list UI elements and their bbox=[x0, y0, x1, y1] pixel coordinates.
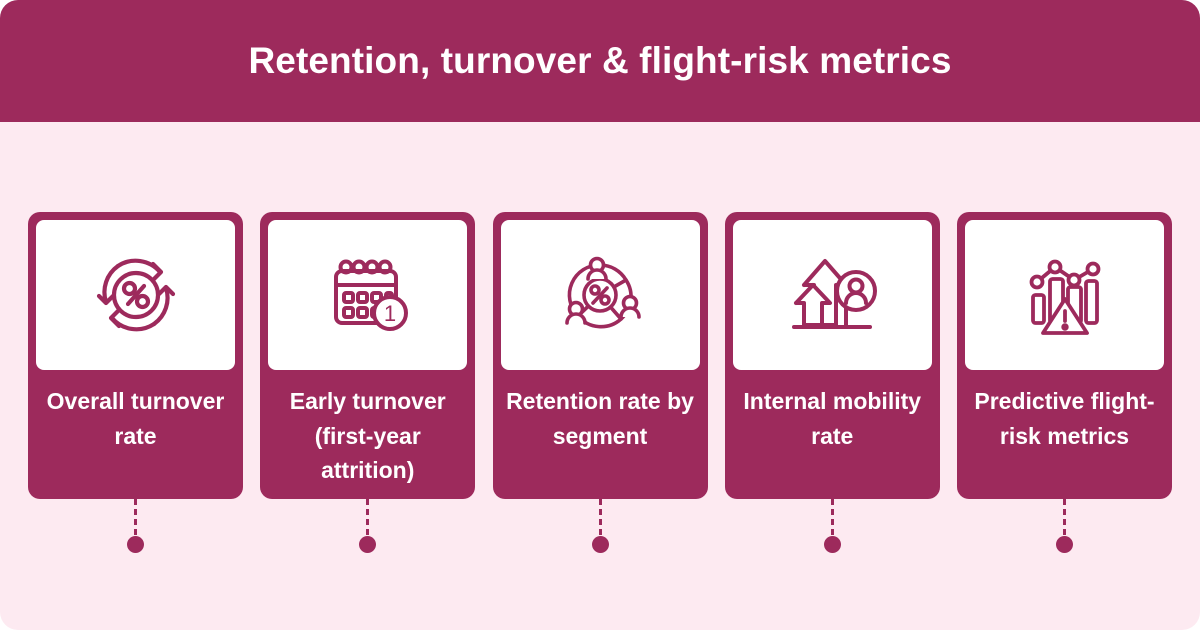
dashed-line bbox=[598, 499, 602, 535]
metric-card-label: Retention rate by segment bbox=[506, 388, 694, 449]
upward-arrows-person-icon bbox=[784, 247, 880, 343]
connector-5 bbox=[957, 499, 1172, 559]
svg-text:1: 1 bbox=[384, 301, 396, 326]
icon-panel bbox=[36, 220, 235, 370]
metric-card-overall-turnover-rate[interactable]: Overall turnover rate bbox=[28, 212, 243, 499]
page-title: Retention, turnover & flight-risk metric… bbox=[248, 40, 952, 81]
header-banner: Retention, turnover & flight-risk metric… bbox=[0, 0, 1200, 122]
endpoint-dot bbox=[1056, 536, 1073, 553]
connector-2 bbox=[260, 499, 475, 559]
bar-chart-warning-icon bbox=[1017, 247, 1113, 343]
metric-card-predictive-flight-risk[interactable]: Predictive flight-risk metrics bbox=[957, 212, 1172, 499]
dashed-line bbox=[366, 499, 370, 535]
connector-list bbox=[28, 499, 1172, 559]
icon-panel bbox=[500, 220, 700, 370]
metric-card-label: Overall turnover rate bbox=[46, 388, 225, 449]
icon-panel bbox=[965, 220, 1164, 370]
metric-card-retention-rate-by-segment[interactable]: Retention rate by segment bbox=[492, 212, 708, 499]
endpoint-dot bbox=[127, 536, 144, 553]
metric-card-label: Predictive flight-risk metrics bbox=[974, 388, 1155, 449]
dashed-line bbox=[134, 499, 137, 535]
metric-card-list: Overall turnover rate bbox=[28, 212, 1172, 499]
endpoint-dot bbox=[823, 536, 841, 553]
icon-panel: 1 bbox=[268, 220, 468, 370]
endpoint-dot bbox=[359, 536, 377, 553]
metric-card-internal-mobility-rate[interactable]: Internal mobility rate bbox=[724, 212, 940, 499]
calendar-first-year-icon: 1 bbox=[320, 247, 416, 343]
endpoint-dot bbox=[591, 536, 609, 553]
metric-card-label: Internal mobility rate bbox=[743, 388, 922, 449]
dashed-line bbox=[830, 499, 834, 535]
metric-card-label: Early turnover (first-year attrition) bbox=[289, 388, 446, 483]
turnover-cycle-percent-icon bbox=[88, 247, 184, 343]
dashed-line bbox=[1063, 499, 1066, 535]
segmented-pie-people-percent-icon bbox=[552, 247, 648, 343]
metric-card-early-turnover[interactable]: 1 Early turnover (first-year attrition) bbox=[260, 212, 476, 499]
icon-panel bbox=[732, 220, 932, 370]
connector-3 bbox=[493, 499, 708, 559]
connector-4 bbox=[725, 499, 940, 559]
connector-1 bbox=[28, 499, 243, 559]
